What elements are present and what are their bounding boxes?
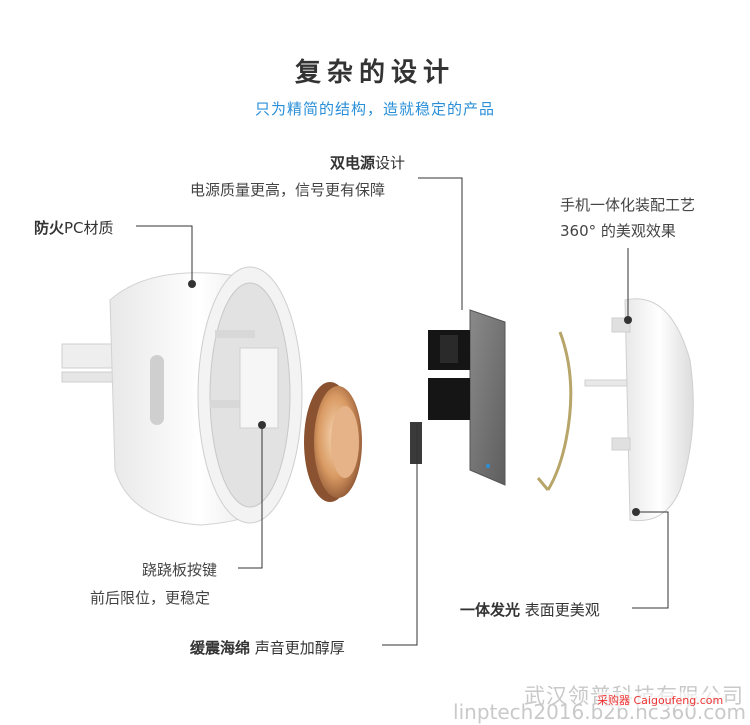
callout-dual-power-rest: 设计 bbox=[375, 154, 406, 172]
callout-seesaw-line1: 跷跷板按键 bbox=[142, 561, 218, 579]
page-subtitle: 只为精简的结构，造就稳定的产品 bbox=[254, 100, 495, 118]
leader-lines bbox=[136, 177, 669, 646]
page-title: 复杂的设计 bbox=[294, 58, 455, 88]
callout-phone-line2: 360° 的美观效果 bbox=[560, 222, 676, 240]
callout-fire-pc-rest: PC材质 bbox=[64, 219, 114, 237]
callout-dual-power-bold: 双电源 bbox=[330, 154, 376, 172]
callout-one-piece-light: 一体发光 表面更美观 bbox=[460, 599, 600, 620]
callout-cushion-rest: 声音更加醇厚 bbox=[250, 639, 345, 657]
copper-cushion bbox=[304, 382, 362, 502]
callout-light-rest: 表面更美观 bbox=[520, 601, 600, 619]
pcb-module bbox=[428, 309, 506, 486]
front-cover bbox=[584, 298, 694, 522]
callout-cushion-bold: 缓震海绵 bbox=[190, 639, 251, 657]
callout-dual-power-title: 双电源设计 bbox=[330, 152, 405, 173]
spring-wire bbox=[546, 331, 573, 491]
callout-fire-pc-bold: 防火 bbox=[34, 219, 65, 237]
callout-seesaw-line2: 前后限位，更稳定 bbox=[90, 589, 211, 607]
callout-cushion: 缓震海绵 声音更加醇厚 bbox=[190, 637, 345, 658]
callout-fire-pc: 防火PC材质 bbox=[34, 217, 114, 238]
base-housing bbox=[109, 266, 303, 526]
watermark-badge: 采购器 Caigoufeng.com bbox=[597, 692, 724, 708]
callout-light-bold: 一体发光 bbox=[460, 601, 521, 619]
small-sponge-stick bbox=[410, 422, 422, 464]
callout-dual-power-desc: 电源质量更高，信号更有保障 bbox=[190, 181, 386, 199]
callout-phone-line1: 手机一体化装配工艺 bbox=[560, 196, 696, 214]
